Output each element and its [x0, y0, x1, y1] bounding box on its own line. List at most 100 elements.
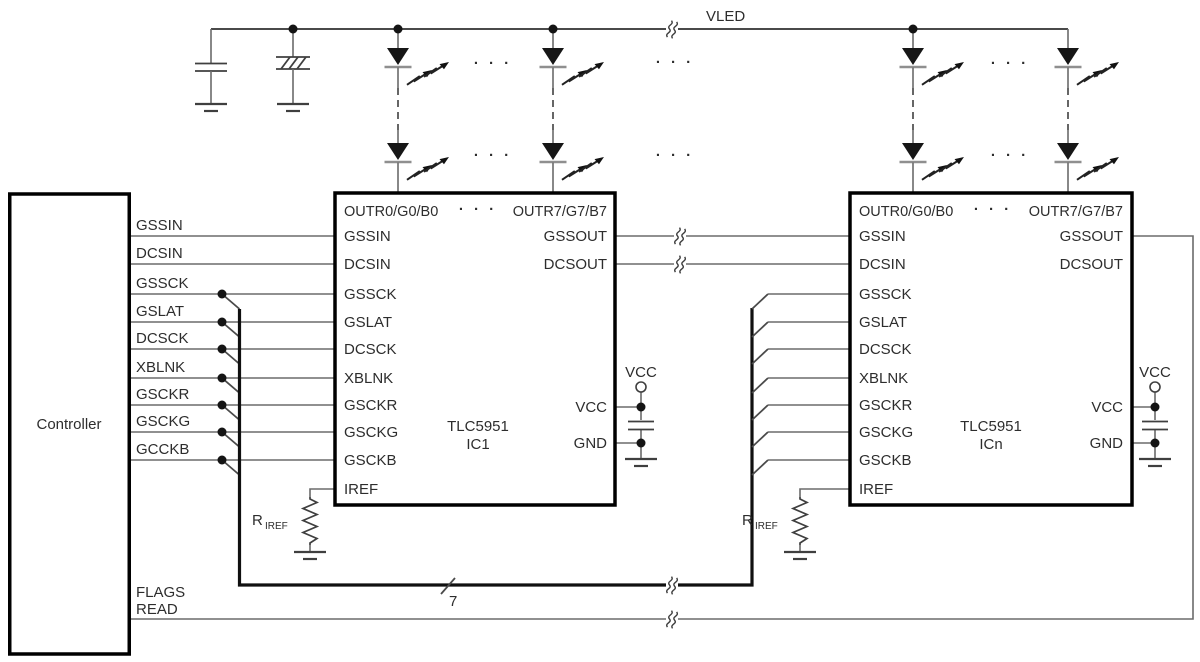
icn-iref-network: [782, 488, 850, 561]
icn-pin-gssin: GSSIN: [859, 228, 906, 245]
signal-label-gsckg: GSCKG: [136, 413, 190, 430]
led-string: [540, 29, 604, 193]
icn-pin-xblnk: XBLNK: [859, 370, 908, 387]
ground-icon: [292, 550, 328, 561]
ic1-pin-gsckr: GSCKR: [344, 397, 398, 414]
ic1-pin-gsckb: GSCKB: [344, 452, 397, 469]
ground-icon: [782, 550, 818, 561]
icn-designator: ICn: [979, 436, 1002, 453]
ic1-supply-decoupling: [615, 381, 659, 468]
signal-label-xblnk: XBLNK: [136, 359, 185, 376]
controller-label: Controller: [36, 416, 101, 433]
bus-width-slash: [440, 577, 456, 595]
ic1-pin-gssin: GSSIN: [344, 228, 391, 245]
icn-pin-gsckb: GSCKB: [859, 452, 912, 469]
signal-label-gsckr: GSCKR: [136, 386, 190, 403]
icn-labels: OUTR0/G0/B0 · · · OUTR7/G7/B7 GSSIN DCSI…: [859, 201, 1123, 498]
ic1-part-number: TLC5951: [447, 418, 509, 435]
resistor-ref: R: [742, 512, 753, 529]
flags-label: FLAGS: [136, 584, 185, 601]
resistor-ref: R: [252, 512, 263, 529]
ic1-to-icn-wires: [615, 235, 850, 265]
icn-pin-gnd: GND: [1090, 435, 1124, 452]
icn-pin-gsckg: GSCKG: [859, 424, 913, 441]
ic1-pin-iref: IREF: [344, 481, 378, 498]
led-string: [1055, 29, 1119, 193]
icn-vcc-supply-label: VCC: [1139, 364, 1171, 381]
icn-pin-iref: IREF: [859, 481, 893, 498]
icn-pin-dcsin: DCSIN: [859, 256, 906, 273]
ic1-top-pin-left: OUTR0/G0/B0: [344, 204, 438, 220]
icn-part-number: TLC5951: [960, 418, 1022, 435]
ground-icon: [193, 102, 229, 113]
icn-pin-gslat: GSLAT: [859, 314, 907, 331]
resistor-ref-subscript: IREF: [265, 521, 288, 532]
vled-bulk-capacitor: [193, 29, 229, 113]
icn-top-pin-right: OUTR7/G7/B7: [1029, 204, 1123, 220]
controller-box: [8, 192, 131, 656]
ic1-pin-dcsck: DCSCK: [344, 341, 397, 358]
junction-dots: [217, 24, 1160, 465]
icn-top-pin-left: OUTR0/G0/B0: [859, 204, 953, 220]
icn-riref-label: R IREF: [742, 512, 778, 532]
resistor-icon: [792, 496, 808, 546]
line-break-icon: [673, 253, 687, 275]
controller-to-ic1-wires: [130, 235, 335, 461]
polarized-capacitor-icon: [276, 56, 310, 70]
svg-text:· · ·: · · ·: [656, 147, 694, 164]
ic1-box: [333, 191, 617, 507]
ic1-pin-gssck: GSSCK: [344, 286, 397, 303]
led-string: [900, 29, 964, 193]
ic1-pin-dcsout: DCSOUT: [544, 256, 607, 273]
resistor-icon: [302, 496, 318, 546]
led-string: [385, 29, 449, 193]
ic1-designator: IC1: [466, 436, 489, 453]
controller-signal-labels: GSSIN DCSIN GSSCK GSLAT DCSCK XBLNK GSCK…: [136, 217, 190, 618]
vcc-terminal-icon: [635, 381, 647, 393]
icn-pin-vcc: VCC: [1091, 399, 1123, 416]
ic1-top-pin-dots: · · ·: [459, 201, 497, 218]
resistor-ref-subscript: IREF: [755, 521, 778, 532]
ic1-pin-gsckg: GSCKG: [344, 424, 398, 441]
icn-box: [848, 191, 1134, 507]
ground-icon: [275, 102, 311, 113]
signal-label-dcsin: DCSIN: [136, 245, 183, 262]
icn-pin-gsckr: GSCKR: [859, 397, 913, 414]
svg-text:· · ·: · · ·: [991, 147, 1029, 164]
vcc-terminal-icon: [1149, 381, 1161, 393]
ground-icon: [1137, 457, 1173, 468]
ic1-pin-xblnk: XBLNK: [344, 370, 393, 387]
clock-bus: [221, 293, 850, 595]
ic1-riref-label: R IREF: [252, 512, 288, 532]
ic1-vcc-supply-label: VCC: [625, 364, 657, 381]
line-break-icon: [673, 225, 687, 247]
svg-text:· · ·: · · ·: [474, 55, 512, 72]
led-string-separator-dots: · · · · · · · · · · · · · · · · · ·: [474, 54, 1029, 164]
vled-label: VLED: [706, 8, 745, 25]
ic1-pin-gnd: GND: [574, 435, 608, 452]
signal-label-gslat: GSLAT: [136, 303, 184, 320]
ic1-pin-gssout: GSSOUT: [544, 228, 607, 245]
svg-text:· · ·: · · ·: [656, 54, 694, 71]
ic1-pin-dcsin: DCSIN: [344, 256, 391, 273]
signal-label-dcsck: DCSCK: [136, 330, 189, 347]
read-return-wire: [130, 235, 1194, 620]
vled-electrolytic-capacitor: [275, 29, 311, 113]
ic1-pin-vcc: VCC: [575, 399, 607, 416]
line-break-icon: [665, 608, 679, 630]
icn-supply-decoupling: [1132, 381, 1173, 468]
icn-top-pin-dots: · · ·: [974, 201, 1012, 218]
icn-pin-dcsck: DCSCK: [859, 341, 912, 358]
svg-text:· · ·: · · ·: [474, 147, 512, 164]
ic1-labels: OUTR0/G0/B0 · · · OUTR7/G7/B7 GSSIN DCSI…: [344, 201, 607, 498]
line-break-icon: [665, 574, 679, 596]
ic1-top-pin-right: OUTR7/G7/B7: [513, 204, 607, 220]
ic1-pin-gslat: GSLAT: [344, 314, 392, 331]
svg-text:· · ·: · · ·: [991, 55, 1029, 72]
ground-icon: [623, 457, 659, 468]
signal-label-gssck: GSSCK: [136, 275, 189, 292]
bus-width-label: 7: [449, 593, 457, 610]
icn-pin-dcsout: DCSOUT: [1060, 256, 1123, 273]
